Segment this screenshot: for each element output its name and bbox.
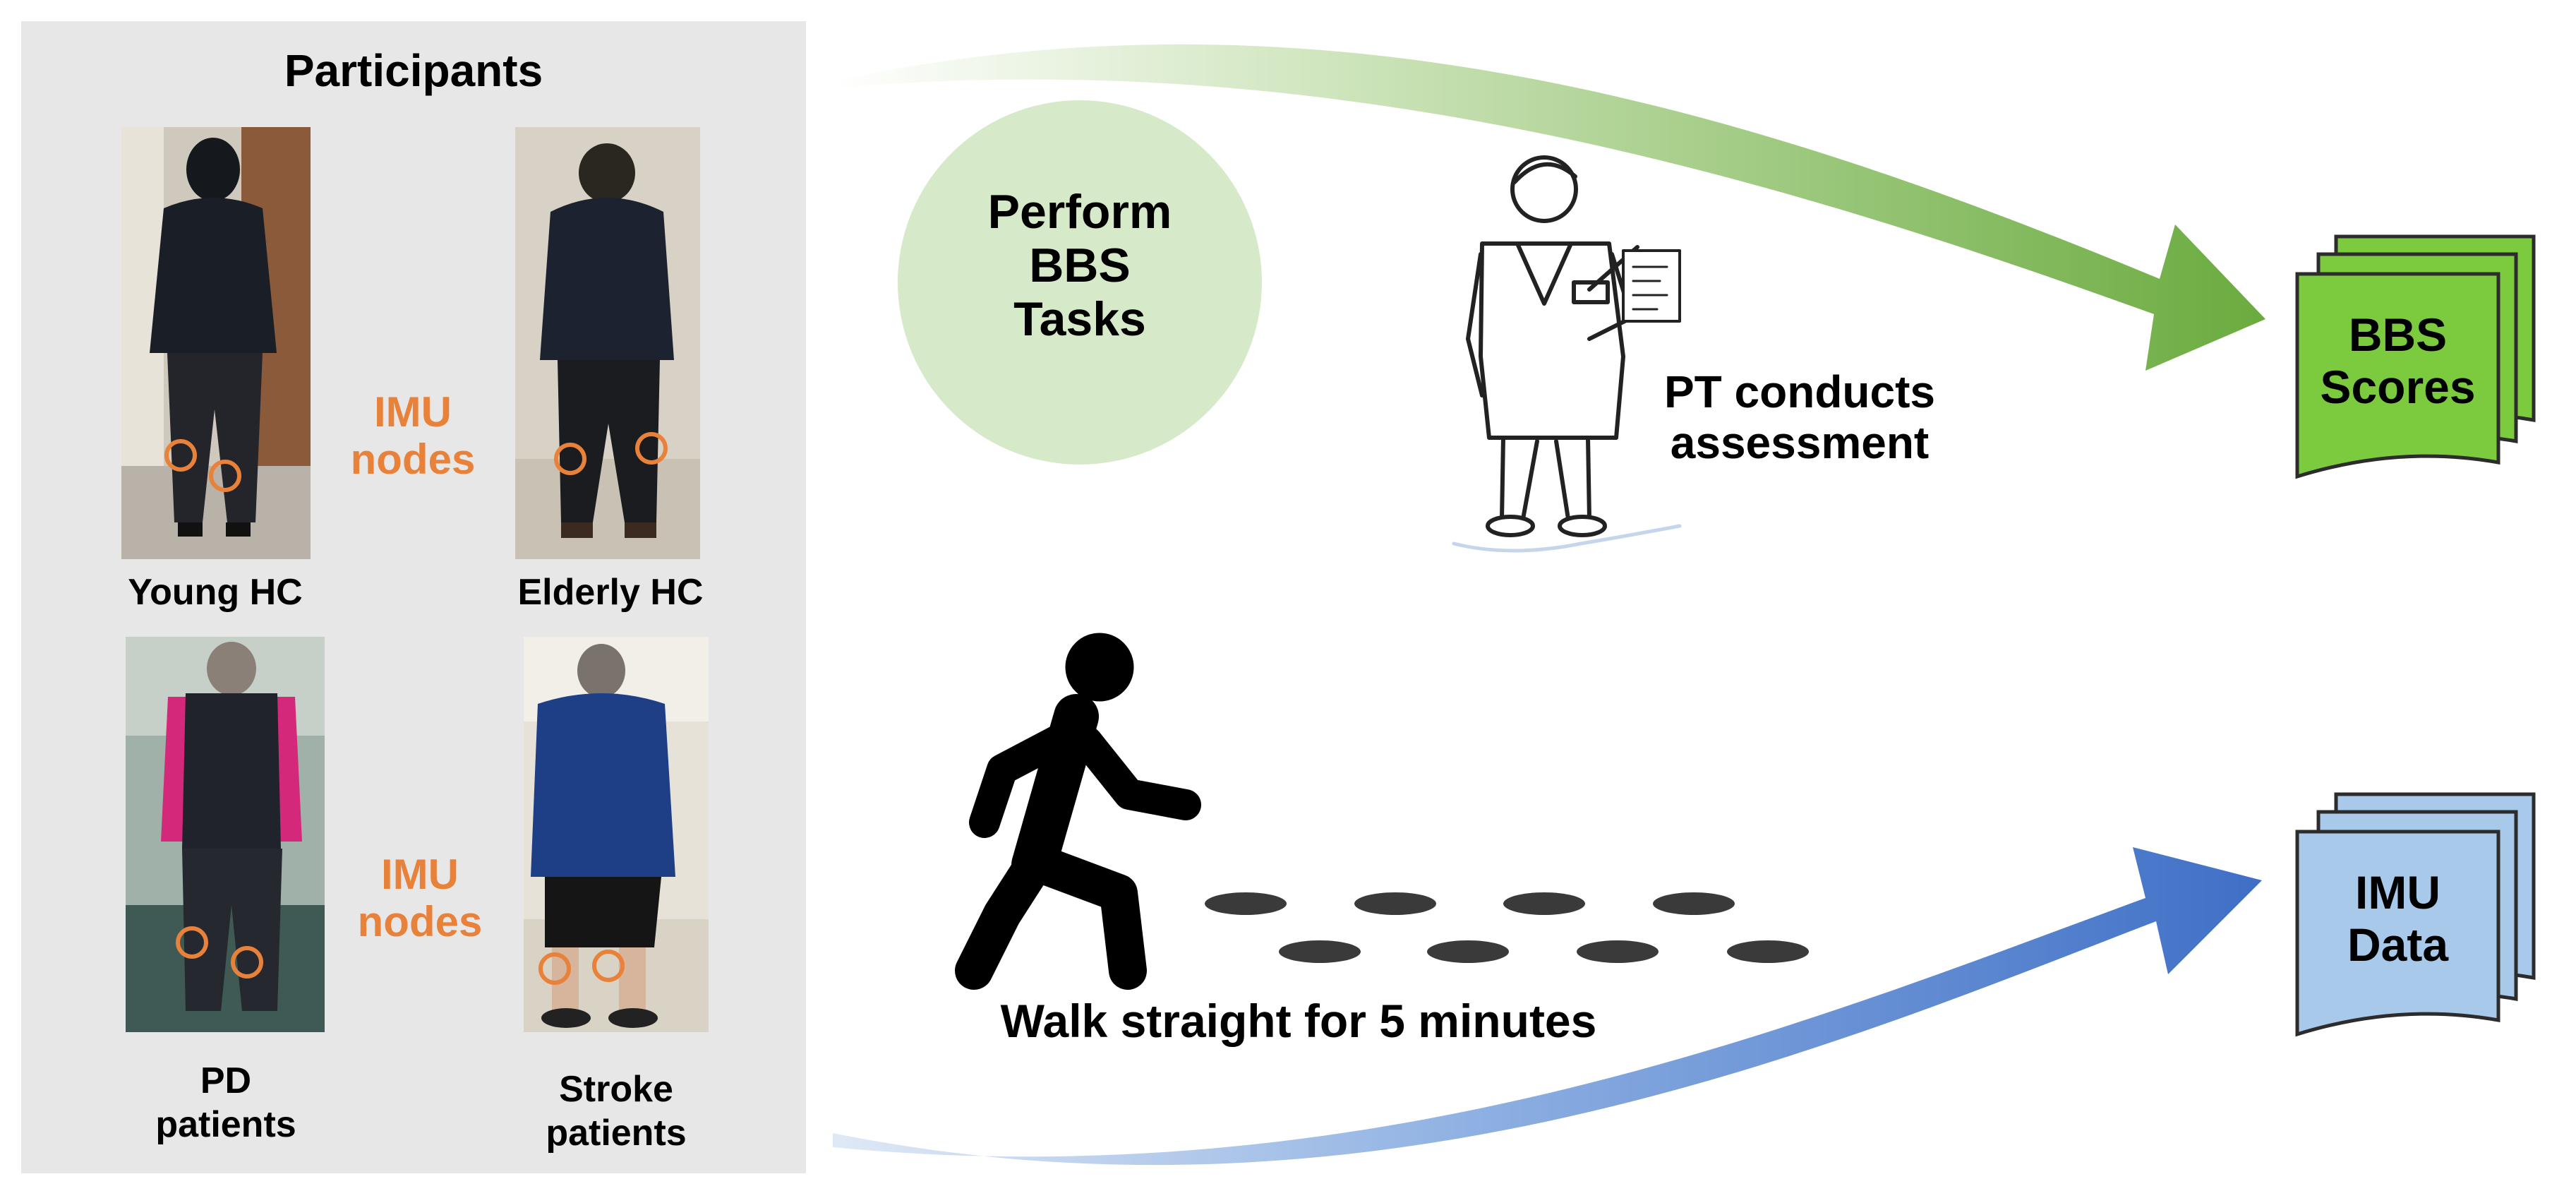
imu-node-marker <box>592 950 625 982</box>
footprints-icon <box>1205 892 1809 963</box>
label-elderly-hc: Elderly HC <box>517 572 704 613</box>
bbs-scores-document-stack <box>2295 234 2536 479</box>
imu-nodes-label-bottom: IMU nodes <box>357 851 483 946</box>
imu-data-document-stack <box>2295 792 2536 1037</box>
bbs-tasks-circle <box>898 100 1262 465</box>
walking-person-icon <box>955 633 1201 990</box>
pt-assessment-caption: PT conducts assessment <box>1663 366 1936 468</box>
participants-panel: Participants <box>21 21 806 1173</box>
bbs-scores-label: BBS Scores <box>2320 309 2476 413</box>
photo-elderly-hc <box>515 127 700 559</box>
imu-node-marker <box>209 460 241 492</box>
blue-curved-arrow <box>833 847 2262 1166</box>
imu-node-marker <box>635 432 668 465</box>
walk-caption: Walk straight for 5 minutes <box>1000 995 1597 1047</box>
label-pd-patients: PD patients <box>155 1060 296 1146</box>
participants-title: Participants <box>284 45 543 96</box>
imu-node-marker <box>231 946 263 978</box>
bbs-tasks-label: Perform BBS Tasks <box>987 185 1172 347</box>
photo-pd-patient <box>126 637 325 1032</box>
label-young-hc: Young HC <box>128 572 303 613</box>
imu-node-marker <box>176 926 208 959</box>
imu-node-marker <box>554 443 586 475</box>
green-curved-arrow <box>833 44 2265 371</box>
imu-node-marker <box>164 439 197 472</box>
imu-node-marker <box>538 952 571 985</box>
label-stroke-patients: Stroke patients <box>546 1069 687 1154</box>
physical-therapist-icon <box>1452 155 1682 553</box>
imu-data-label: IMU Data <box>2347 866 2449 971</box>
imu-nodes-label-top: IMU nodes <box>350 388 476 484</box>
imu-node-markers <box>164 432 668 985</box>
